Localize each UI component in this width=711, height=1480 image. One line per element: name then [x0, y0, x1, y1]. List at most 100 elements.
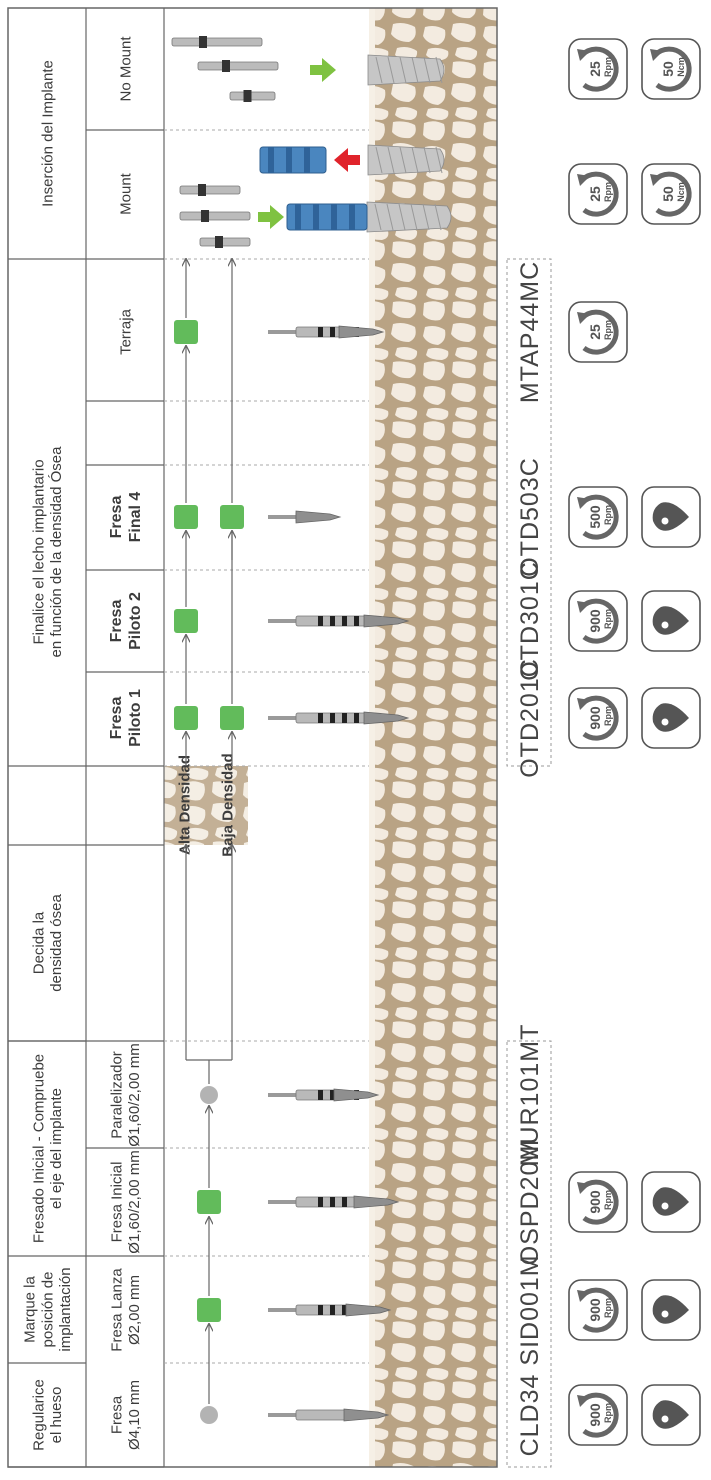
step-label-2-line: Ø2,00 mm — [126, 1275, 143, 1345]
rpm-badge-6-value: 900 — [587, 609, 603, 633]
tool-cld34-shank — [296, 1410, 346, 1420]
tool-nomount-driver-2-ring — [222, 60, 230, 72]
rpm-badge-1-unit: Rpm — [603, 1403, 613, 1423]
step-label-9-line: Mount — [117, 172, 134, 215]
tool-otd503c-shank-tip — [268, 515, 296, 519]
step-label-6-line: Piloto 2 — [127, 592, 144, 650]
rpm-badge-9-value: 25 — [587, 186, 603, 202]
tool-mount-driver-3 — [200, 236, 250, 248]
irrigation-badge-3-highlight — [662, 1203, 669, 1210]
flow-box-pilot2-high — [174, 609, 198, 633]
rpm-badge-6-unit: Rpm — [603, 609, 613, 629]
tool-ospd20m-shank-tip — [268, 1200, 296, 1204]
implant-mount — [287, 202, 451, 232]
irrigation-badge-7-highlight — [662, 518, 669, 525]
product-code-text: MUR101MT — [516, 1024, 544, 1167]
rpm-badge-10-unit: Rpm — [603, 57, 613, 77]
flow-box-tap — [174, 320, 198, 344]
rpm-badge-7-label: 500Rpm — [587, 505, 613, 529]
loose-mount-ring — [268, 147, 274, 173]
rpm-badge-8-unit: Rpm — [603, 320, 613, 340]
tool-otd503c — [268, 511, 340, 523]
tool-nomount-driver-2-body — [198, 62, 278, 70]
step-label-6-line: Fresa — [108, 600, 125, 643]
flow-box-final4-low — [220, 505, 244, 529]
rpm-badge-3-value: 900 — [587, 1190, 603, 1214]
section-title-1-line: Regularice — [30, 1379, 47, 1451]
flow-start-dot — [200, 1406, 218, 1424]
section-title-5-line: Finalice el lecho implantario — [30, 459, 47, 644]
tool-nomount-driver-2 — [198, 60, 278, 72]
tool-otd301c-band — [342, 616, 347, 626]
product-code-1: CLD34 — [516, 1374, 544, 1457]
rpm-badge-1-value: 900 — [587, 1403, 603, 1427]
tool-otd301c-band — [318, 616, 323, 626]
tool-otd201c-band — [354, 713, 359, 723]
product-code-text: CLD34 — [516, 1374, 544, 1457]
red-arrow-mount — [334, 148, 360, 172]
tool-otd201c-band — [318, 713, 323, 723]
tool-mount-driver-3-ring — [215, 236, 223, 248]
irrigation-badge-2 — [642, 1280, 700, 1340]
step-label-1-line: Ø4,10 mm — [126, 1380, 143, 1450]
irrigation-badge-7 — [642, 487, 700, 547]
tool-otd201c-band — [330, 713, 335, 723]
tool-ospd20m-band — [318, 1197, 323, 1207]
irrigation-badge-3 — [642, 1172, 700, 1232]
tool-otd201c — [268, 712, 408, 724]
section-title-2-line: posición de — [39, 1272, 56, 1348]
tool-ospd20m — [268, 1196, 398, 1208]
tool-mount-driver-2 — [180, 210, 250, 222]
irrigation-badge-6 — [642, 591, 700, 651]
implant-mount-mount-ring — [349, 204, 355, 230]
section-title-5-line: en función de la densidad Ósea — [48, 446, 65, 658]
section-title-6: Inserción del Implante — [39, 60, 56, 207]
tool-sid001m-shank-tip — [268, 1308, 296, 1312]
tool-nomount-driver-3-body — [230, 92, 275, 100]
loose-mount — [260, 147, 326, 173]
tool-mtap44mc-shank-tip — [268, 330, 296, 334]
tool-nomount-driver-1-body — [172, 38, 262, 46]
section-title-2: Marque laposición deimplantación — [22, 1267, 74, 1351]
rpm-badge-9-unit: Rpm — [603, 182, 613, 202]
rpm-badge-8: 25Rpm — [569, 302, 627, 362]
tool-mount-driver-1 — [180, 184, 240, 196]
tool-mtap44mc — [268, 326, 383, 338]
section-title-6-line: Inserción del Implante — [39, 60, 56, 207]
implant-nomount — [368, 55, 444, 85]
step-label-3: Fresa InicialØ1,60/2,00 mm — [108, 1150, 143, 1253]
step-label-7-line: Final 4 — [127, 492, 144, 543]
irrigation-badge-5-highlight — [662, 719, 669, 726]
tool-otd201c-shank-tip — [268, 716, 296, 720]
product-code-8: MTAP44MC — [516, 261, 544, 403]
rpm-badge-9: 25Rpm — [569, 164, 627, 224]
step-label-9: Mount — [117, 172, 134, 215]
torque-badge-10-unit: Ncm — [676, 57, 686, 77]
step-label-10-line: No Mount — [117, 36, 134, 102]
step-label-2-line: Fresa Lanza — [108, 1268, 125, 1352]
rpm-badge-10-value: 25 — [587, 61, 603, 77]
step-label-1-line: Fresa — [108, 1395, 125, 1434]
rpm-badge-7-unit: Rpm — [603, 505, 613, 525]
product-code-text: OTD301C — [516, 561, 544, 681]
tool-otd301c — [268, 615, 408, 627]
rpm-badge-7: 500Rpm — [569, 487, 627, 547]
density-low-label: Baja Densidad — [219, 753, 236, 856]
tool-mur101mt-band — [318, 1090, 323, 1100]
implant-mount-top — [368, 145, 444, 175]
flow-box-final4-high — [174, 505, 198, 529]
tool-otd503c-bit — [296, 511, 340, 523]
step-label-5-line: Piloto 1 — [127, 689, 144, 747]
tool-sid001m-band — [330, 1305, 335, 1315]
rpm-badge-6: 900Rpm — [569, 591, 627, 651]
irrigation-badge-1 — [642, 1385, 700, 1445]
implant-mount-mount-ring — [331, 204, 337, 230]
